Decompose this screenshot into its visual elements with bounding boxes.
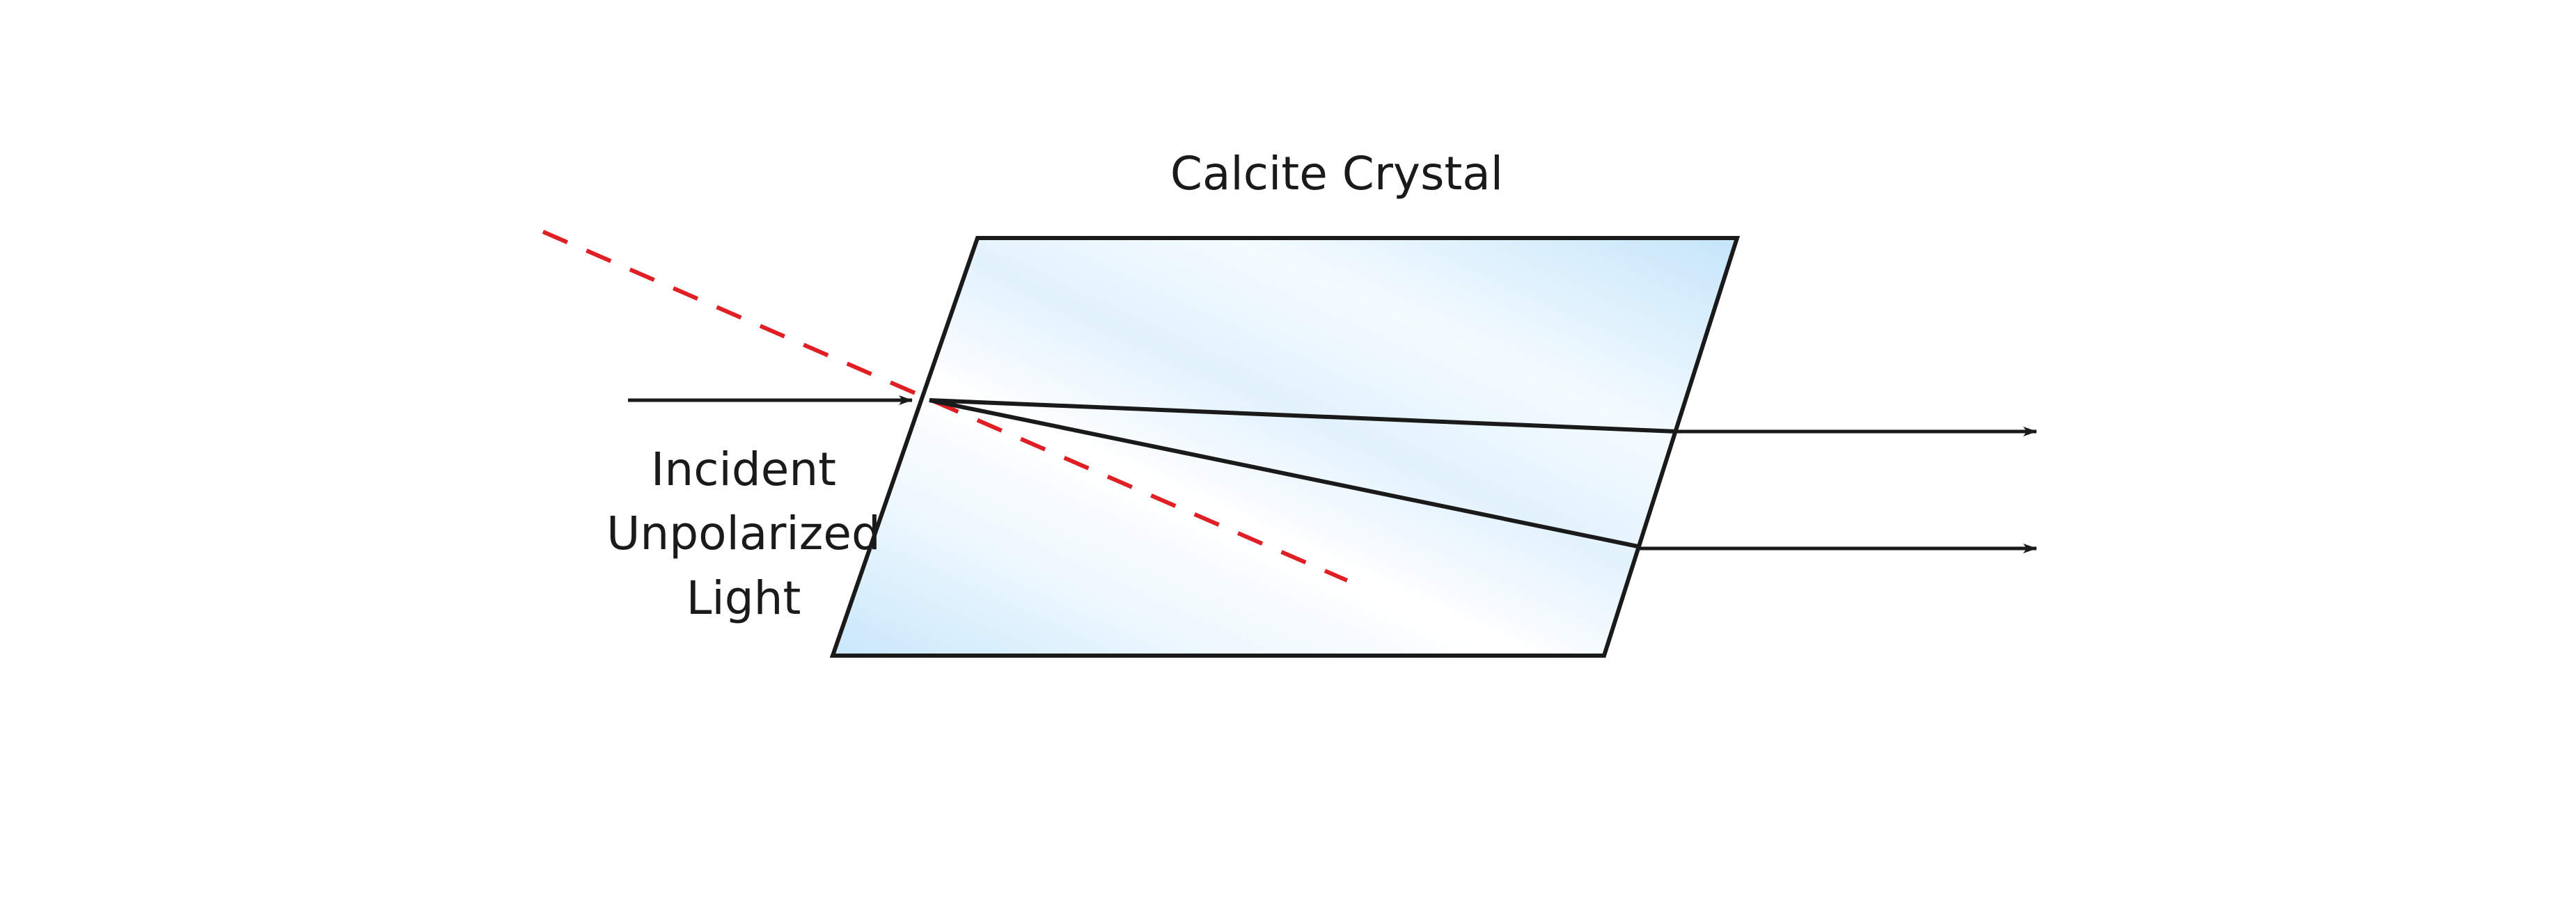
calcite-crystal-shape: [829, 236, 1741, 658]
normal-dashed-line: [542, 230, 1349, 583]
extraordinary-ray-internal: [929, 398, 1638, 548]
incident-label-line1: Incident: [651, 443, 836, 496]
crystal-title-label: Calcite Crystal: [1170, 147, 1503, 200]
ordinary-ray-internal: [929, 398, 1677, 434]
incident-label-line2: Unpolarized: [606, 507, 881, 560]
incident-label-line3: Light: [686, 571, 801, 625]
